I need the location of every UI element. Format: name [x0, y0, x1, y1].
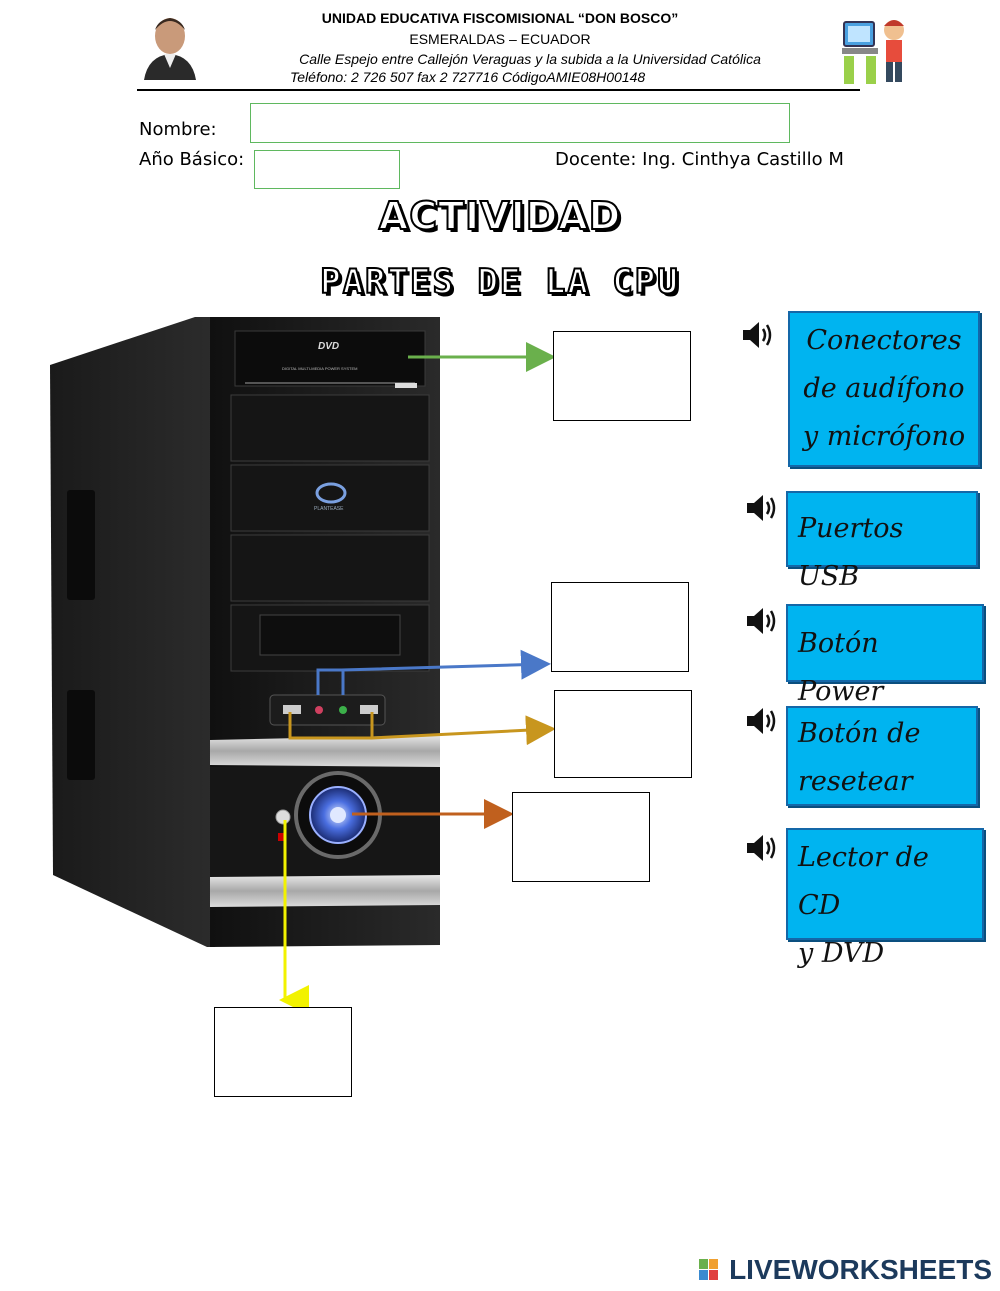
year-label: Año Básico:	[139, 149, 245, 170]
dvd-logo-label: DVD	[318, 341, 340, 352]
liveworksheets-brand: LIVEWORKSHEETS	[729, 1254, 992, 1285]
header-divider	[137, 89, 860, 91]
subtitle: PARTES DE LA CPU	[319, 261, 680, 303]
card-line: Botón Power	[798, 628, 884, 707]
header-left-portrait	[140, 12, 198, 80]
speaker-icon[interactable]	[745, 492, 781, 524]
card-line: y micrófono	[802, 421, 966, 452]
case-brand-text: PLANTEASE	[314, 506, 344, 512]
school-phone: Teléfono: 2 726 507 fax 2 727716 CódigoA…	[290, 69, 646, 85]
answer-card-cd-dvd[interactable]: Lector de CD y DVD	[786, 828, 984, 969]
drop-box-3[interactable]	[554, 690, 692, 778]
drive-caption: DIGITAL MULTI-MEDIA POWER SYSTEM	[282, 366, 358, 371]
speaker-icon[interactable]	[745, 705, 781, 737]
cpu-tower-image	[45, 315, 445, 950]
drop-box-4[interactable]	[512, 792, 650, 882]
header-right-illustration	[838, 12, 914, 88]
card-line: Botón de	[798, 718, 921, 749]
school-name: UNIDAD EDUCATIVA FISCOMISIONAL “DON BOSC…	[321, 10, 679, 26]
year-input[interactable]	[254, 150, 400, 189]
name-label: Nombre:	[139, 119, 217, 140]
drop-box-2[interactable]	[551, 582, 689, 672]
school-city: ESMERALDAS – ECUADOR	[409, 31, 591, 47]
activity-title: ACTIVIDAD	[378, 193, 622, 239]
card-line: Puertos USB	[798, 513, 904, 592]
card-line: Conectores	[806, 325, 962, 356]
drop-box-1[interactable]	[553, 331, 691, 421]
card-line: y DVD	[798, 938, 885, 969]
card-line: de audífono	[803, 373, 965, 404]
answer-card-reset[interactable]: Botón de resetear	[786, 706, 978, 806]
liveworksheets-logo-icon	[699, 1259, 719, 1281]
card-line: resetear	[798, 766, 913, 797]
speaker-icon[interactable]	[745, 832, 781, 864]
name-input[interactable]	[250, 103, 790, 143]
speaker-icon[interactable]	[745, 605, 781, 637]
drop-box-5[interactable]	[214, 1007, 352, 1097]
teacher-label: Docente: Ing. Cinthya Castillo M	[555, 149, 844, 170]
speaker-icon[interactable]	[741, 319, 777, 351]
answer-card-audio-connectors[interactable]: Conectores de audífono y micrófono	[788, 311, 980, 467]
answer-card-power[interactable]: Botón Power	[786, 604, 984, 707]
school-address: Calle Espejo entre Callejón Veraguas y l…	[299, 51, 761, 67]
card-line: Lector de CD	[798, 842, 929, 921]
answer-card-usb[interactable]: Puertos USB	[786, 491, 978, 592]
